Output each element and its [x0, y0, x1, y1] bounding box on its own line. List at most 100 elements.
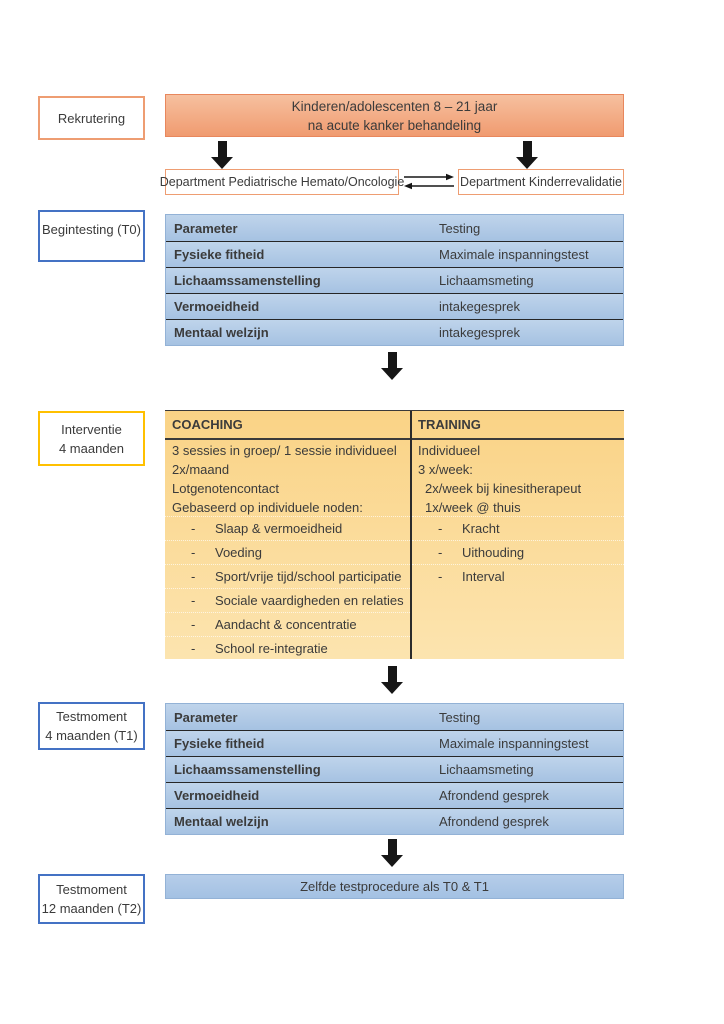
t1-param-0: Parameter [174, 709, 238, 725]
training-line-2: 2x/week bij kinesitherapeut [425, 481, 582, 496]
table-row: Lichaamssamenstelling Lichaamsmeting [166, 756, 623, 782]
t1-testing-2: Lichaamsmeting [439, 762, 534, 777]
coaching-bullet-4: Aandacht & concentratie [215, 617, 357, 632]
table-row: Parameter Testing [166, 215, 623, 241]
arrow-down-icon [211, 141, 233, 169]
arrow-down-icon [381, 352, 403, 380]
coaching-intro: 3 sessies in groep/ 1 sessie individueel… [165, 438, 410, 516]
t1-table: Parameter Testing Fysieke fitheid Maxima… [165, 703, 624, 835]
t2-label-line2: 12 maanden (T2) [41, 901, 142, 916]
double-arrow-icon [404, 173, 454, 190]
arrow-down-icon [381, 839, 403, 867]
coaching-line-0: 3 sessies in groep/ 1 sessie individueel [172, 443, 397, 458]
arrow-head [516, 157, 538, 169]
arrow-down-icon [516, 141, 538, 169]
bullet-dash: - [438, 569, 443, 584]
baseline-testing-label-box: Begintesting (T0) [38, 210, 145, 262]
t0-testing-2: Lichaamsmeting [439, 273, 534, 288]
coaching-line-3: Gebaseerd op individuele noden: [172, 500, 363, 515]
training-line-3: 1x/week @ thuis [425, 500, 521, 515]
arrow-head [381, 855, 403, 867]
intervention-table: COACHING 3 sessies in groep/ 1 sessie in… [165, 410, 624, 659]
t1-testing-4: Afrondend gesprek [439, 814, 549, 829]
t1-param-2: Lichaamssamenstelling [174, 762, 321, 777]
t2-procedure-label: Zelfde testprocedure als T0 & T1 [300, 879, 489, 894]
t1-param-1: Fysieke fitheid [174, 736, 265, 751]
training-header: TRAINING [418, 417, 481, 432]
t1-label-line2: 4 maanden (T1) [45, 728, 138, 743]
training-bullet-1: Uithouding [462, 545, 525, 560]
t0-param-3: Vermoeidheid [174, 299, 260, 314]
t1-testing-1: Maximale inspanningstest [439, 736, 589, 751]
list-item: - Kracht [412, 516, 624, 540]
arrow-stem [217, 141, 227, 157]
table-row: Fysieke fitheid Maximale inspanningstest [166, 241, 623, 267]
coaching-header: COACHING [172, 417, 243, 432]
intervention-label-line1: Interventie [61, 421, 122, 437]
coaching-line-2: Lotgenotencontact [172, 481, 279, 496]
coaching-line-1: 2x/maand [172, 462, 230, 477]
arrow-stem [387, 839, 397, 855]
coaching-column: COACHING 3 sessies in groep/ 1 sessie in… [165, 411, 410, 659]
dept-child-rehab-label: Department Kinderrevalidatie [460, 175, 622, 189]
coaching-bullet-2: Sport/vrije tijd/school participatie [215, 569, 402, 584]
t0-testing-1: Maximale inspanningstest [439, 247, 589, 262]
intervention-label-line2: 4 maanden [58, 440, 125, 456]
list-item: - Uithouding [412, 540, 624, 564]
training-bullet-2: Interval [462, 569, 505, 584]
recruitment-banner-line1: Kinderen/adolescenten 8 – 21 jaar [291, 98, 498, 114]
arrow-head [211, 157, 233, 169]
t1-testing-0: Testing [439, 709, 481, 725]
t0-testing-0: Testing [439, 220, 481, 236]
coaching-bullet-5: School re-integratie [215, 641, 328, 656]
recruitment-label: Rekrutering [57, 110, 126, 126]
baseline-testing-label: Begintesting (T0) [42, 222, 141, 237]
list-item: - Aandacht & concentratie [165, 612, 410, 636]
arrow-stem [522, 141, 532, 157]
bullet-dash: - [191, 641, 196, 656]
t0-testing-4: intakegesprek [439, 325, 520, 340]
training-bullet-0: Kracht [462, 521, 500, 536]
list-item: - Slaap & vermoeidheid [165, 516, 410, 540]
recruitment-banner-line2: na acute kanker behandeling [307, 117, 482, 133]
t1-label-line1: Testmoment [56, 709, 127, 724]
t0-param-4: Mentaal welzijn [174, 325, 269, 340]
table-row: Vermoeidheid Afrondend gesprek [166, 782, 623, 808]
arrow-head [381, 368, 403, 380]
arrow-stem [387, 352, 397, 368]
t1-label-box: Testmoment 4 maanden (T1) [38, 702, 145, 750]
list-item: - Voeding [165, 540, 410, 564]
coaching-bullet-3: Sociale vaardigheden en relaties [215, 593, 404, 608]
dept-child-rehab-box: Department Kinderrevalidatie [458, 169, 624, 195]
column-divider [410, 411, 412, 659]
training-line-0: Individueel [418, 443, 481, 458]
list-item: - Interval [412, 564, 624, 588]
t2-procedure-bar: Zelfde testprocedure als T0 & T1 [165, 874, 624, 899]
bullet-dash: - [191, 545, 196, 560]
bullet-dash: - [438, 545, 443, 560]
coaching-bullet-1: Voeding [215, 545, 262, 560]
t2-label-box: Testmoment 12 maanden (T2) [38, 874, 145, 924]
t0-param-2: Lichaamssamenstelling [174, 273, 321, 288]
t1-param-4: Mentaal welzijn [174, 814, 269, 829]
t1-param-3: Vermoeidheid [174, 788, 260, 803]
recruitment-banner: Kinderen/adolescenten 8 – 21 jaar na acu… [165, 94, 624, 137]
t0-param-1: Fysieke fitheid [174, 247, 265, 262]
table-row: Mentaal welzijn intakegesprek [166, 319, 623, 345]
table-row: Fysieke fitheid Maximale inspanningstest [166, 730, 623, 756]
training-line-1: 3 x/week: [418, 462, 473, 477]
list-item: - School re-integratie [165, 636, 410, 660]
coaching-bullet-0: Slaap & vermoeidheid [215, 521, 343, 536]
arrow-stem [387, 666, 397, 682]
arrow-head [381, 682, 403, 694]
training-intro: Individueel 3 x/week: 2x/week bij kinesi… [412, 438, 624, 516]
t0-testing-3: intakegesprek [439, 299, 520, 314]
table-row: Mentaal welzijn Afrondend gesprek [166, 808, 623, 834]
header-separator [165, 438, 624, 440]
bullet-dash: - [191, 593, 196, 608]
table-row: Parameter Testing [166, 704, 623, 730]
arrow-down-icon [381, 666, 403, 694]
bullet-dash: - [438, 521, 443, 536]
recruitment-label-box: Rekrutering [38, 96, 145, 140]
list-item: - Sociale vaardigheden en relaties [165, 588, 410, 612]
